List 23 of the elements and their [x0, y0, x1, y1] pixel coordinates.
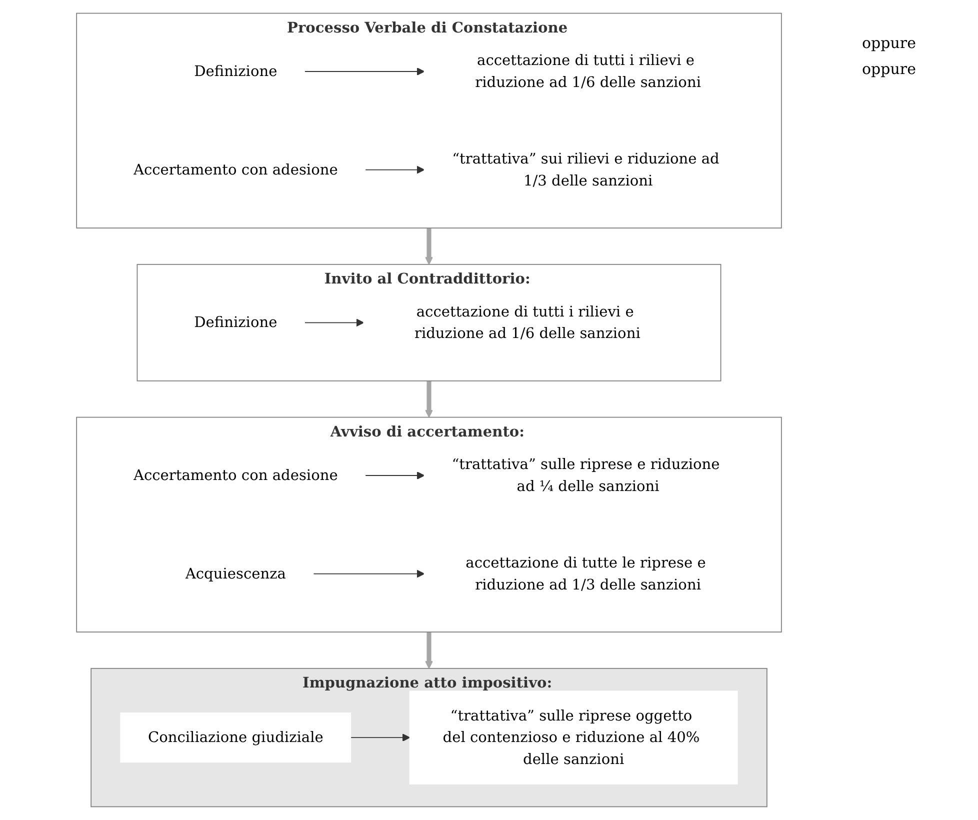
arrow — [304, 318, 364, 327]
arrow — [312, 570, 425, 578]
node-text: Acquiescenza — [185, 564, 286, 582]
arrow — [425, 380, 433, 418]
node-text: Accertamento con adesione — [133, 466, 338, 484]
node-text: “trattativa” sulle riprese e riduzione ad ¼ delle sanzioni — [452, 455, 720, 495]
node-text: accettazione di tutti i rilievi e riduzione ad 1/6 delle sanzioni — [475, 51, 701, 91]
node-text: Definizione — [194, 62, 278, 80]
arrow — [350, 734, 410, 742]
node-text: accettazione di tutte le riprese e riduzione ad 1/3 delle sanzioni — [466, 554, 706, 593]
arrow — [364, 166, 425, 174]
node-text: “trattativa” sui rilievi e riduzione ad 1/3 delle sanzioni — [452, 150, 720, 189]
node-text: accettazione di tutti i rilievi e riduzione ad 1/6 delle sanzioni — [414, 302, 640, 342]
connector-word: oppure — [862, 34, 917, 52]
node-box: Conciliazione giudiziale — [120, 712, 352, 763]
arrow — [304, 68, 425, 76]
node-text: Definizione — [194, 314, 278, 331]
arrow — [364, 472, 425, 480]
node-box: “trattativa” sulle riprese oggetto del contenzioso e riduzione al 40% delle sanzioni — [409, 690, 738, 784]
connector-word: oppure — [862, 60, 917, 78]
node-text: Accertamento con adesione — [133, 160, 338, 178]
arrow — [425, 228, 433, 265]
arrow — [425, 632, 433, 669]
